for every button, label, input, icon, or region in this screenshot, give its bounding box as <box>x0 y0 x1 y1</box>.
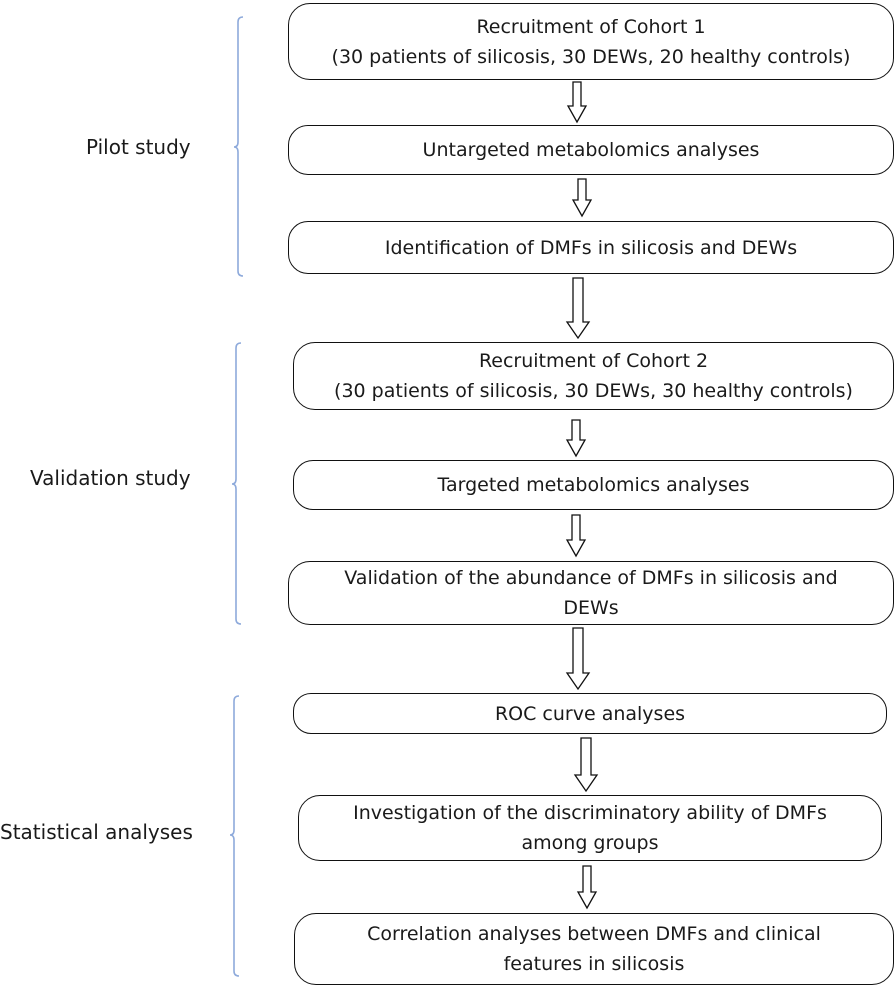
step-text-line: DEWs <box>563 597 619 619</box>
arrow-untargeted-to-identification <box>571 178 593 218</box>
step-text-line: Recruitment of Cohort 1 <box>476 15 706 38</box>
step-text-line: (30 patients of silicosis, 30 DEWs, 30 h… <box>334 380 853 402</box>
arrow-identification-to-cohort2 <box>565 277 591 340</box>
arrow-investigation-to-correlation <box>576 865 598 910</box>
arrow-cohort2-to-targeted <box>565 419 587 458</box>
arrow-cohort1-to-untargeted <box>566 81 588 124</box>
arrow-validation-to-roc <box>565 627 591 691</box>
step-box-roc-curve: ROC curve analyses <box>293 693 887 734</box>
step-text-line: Untargeted metabolomics analyses <box>422 139 760 161</box>
step-text-line: (30 patients of silicosis, 30 DEWs, 20 h… <box>331 45 851 68</box>
step-text-line: Targeted metabolomics analyses <box>437 474 750 496</box>
step-text-line: ROC curve analyses <box>494 702 686 725</box>
step-text-line: Correlation analyses between DMFs and cl… <box>367 923 821 945</box>
arrow-roc-to-investigation <box>573 737 599 793</box>
step-box-validation-abundance: Validation of the abundance of DMFs in s… <box>288 561 894 625</box>
step-box-discriminatory-ability: Investigation of the discriminatory abil… <box>298 795 882 861</box>
arrow-targeted-to-validation <box>565 514 587 558</box>
brace-pilot-study <box>233 16 244 277</box>
stage-label-statistical: Statistical analyses <box>0 820 193 844</box>
step-box-identification-dmfs: Identification of DMFs in silicosis and … <box>288 221 894 274</box>
step-box-recruitment-cohort-2: Recruitment of Cohort 2 (30 patients of s… <box>293 342 894 410</box>
brace-validation-study <box>231 342 242 625</box>
step-text-line: Recruitment of Cohort 2 <box>478 350 709 372</box>
step-text-line: among groups <box>521 832 659 854</box>
step-box-untargeted-metabolomics: Untargeted metabolomics analyses <box>288 125 894 175</box>
brace-statistical-analyses <box>229 695 240 977</box>
step-text-line: Investigation of the discriminatory abil… <box>353 802 827 824</box>
step-text-line: Validation of the abundance of DMFs in s… <box>344 567 838 589</box>
step-box-correlation-analyses: Correlation analyses between DMFs and cl… <box>294 913 894 985</box>
stage-label-pilot: Pilot study <box>86 135 191 159</box>
step-box-targeted-metabolomics: Targeted metabolomics analyses <box>293 460 894 510</box>
step-box-recruitment-cohort-1: Recruitment of Cohort 1 (30 patients of s… <box>288 3 894 80</box>
stage-label-validation: Validation study <box>30 466 191 490</box>
step-text-line: Identification of DMFs in silicosis and … <box>384 236 798 259</box>
step-text-line: features in silicosis <box>503 953 685 975</box>
